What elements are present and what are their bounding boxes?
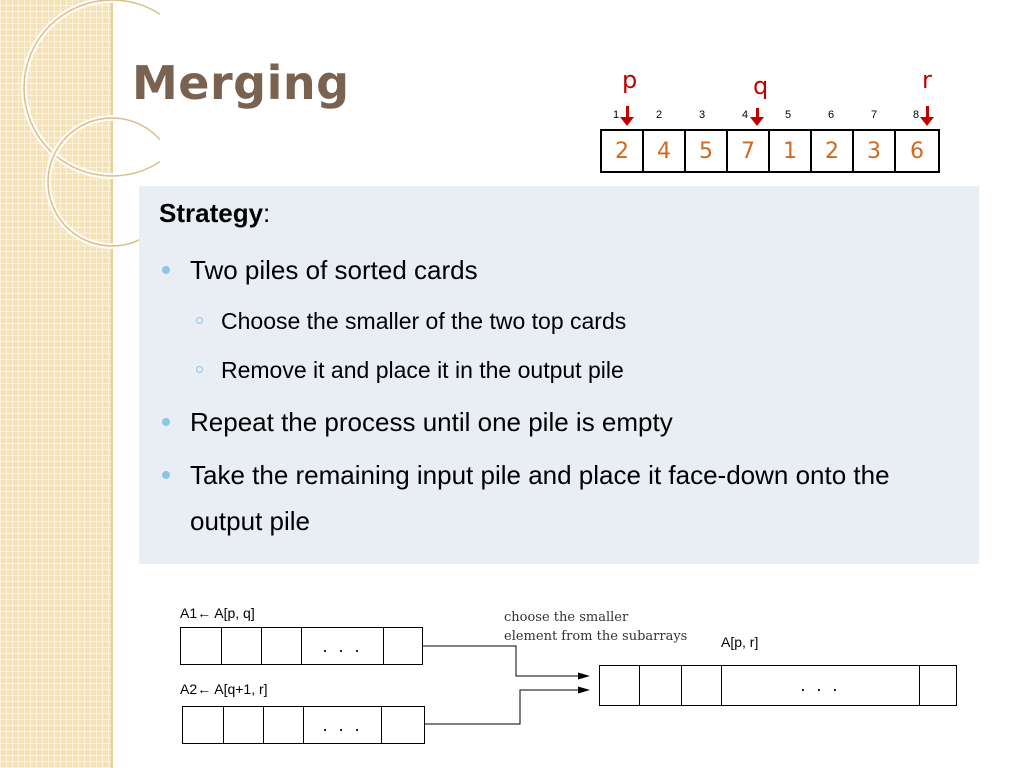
output-cell xyxy=(600,666,640,705)
array-index: 2 xyxy=(655,109,663,121)
arrowhead-icon xyxy=(578,672,590,680)
subarray-cell xyxy=(224,707,264,743)
strategy-label: Strategy xyxy=(159,198,264,228)
subarray-cell xyxy=(181,628,222,664)
pointer-r-label: r xyxy=(922,66,932,94)
merge-note-line1: choose the smaller xyxy=(504,610,629,625)
pointer-q-label: q xyxy=(753,72,769,100)
sub-bullet-ring-icon xyxy=(196,366,203,373)
strategy-heading: Strategy: xyxy=(159,198,270,229)
subarray-a2: . . . xyxy=(182,706,425,744)
sub-bullet-ring-icon xyxy=(196,317,203,324)
arrowhead-icon xyxy=(578,686,590,694)
subarray-cell xyxy=(183,707,224,743)
array-index: 7 xyxy=(870,109,878,121)
subarray-a1-label: A1← A[p, q] xyxy=(180,605,255,621)
bullet-dot-icon xyxy=(162,418,170,426)
array-cell: 5 xyxy=(686,131,728,171)
array-cell: 2 xyxy=(812,131,854,171)
subarray-a2-label: A2← A[q+1, r] xyxy=(180,681,268,697)
pointer-p-label: p xyxy=(622,66,638,94)
slide-title: Merging xyxy=(132,56,350,110)
array-cell: 3 xyxy=(854,131,896,171)
content-panel xyxy=(139,186,979,564)
array-index: 6 xyxy=(827,109,835,121)
subarray-cell xyxy=(264,707,304,743)
output-cell xyxy=(640,666,682,705)
array-index: 4 xyxy=(741,109,749,121)
output-array-label: A[p, r] xyxy=(721,634,759,650)
bullet-text: Take the remaining input pile and place … xyxy=(190,460,890,490)
output-array: . . . xyxy=(599,665,957,706)
sub-bullet-text: Remove it and place it in the output pil… xyxy=(221,357,624,383)
subarray-cell xyxy=(222,628,262,664)
subarray-a1: . . . xyxy=(180,627,423,665)
array-index: 1 xyxy=(612,109,620,121)
array-index: 8 xyxy=(912,109,920,121)
decorative-side-strip xyxy=(0,0,113,768)
subarray-ellipsis: . . . xyxy=(302,628,384,664)
array-cell: 7 xyxy=(728,131,770,171)
array-cell: 1 xyxy=(770,131,812,171)
sub-bullet-text: Choose the smaller of the two top cards xyxy=(221,308,627,334)
subarray-ellipsis: . . . xyxy=(304,707,382,743)
bullet-dot-icon xyxy=(162,471,170,479)
bullet-dot-icon xyxy=(162,266,170,274)
subarray-cell xyxy=(262,628,302,664)
array-index: 3 xyxy=(698,109,706,121)
bullet-text: Two piles of sorted cards xyxy=(190,255,478,285)
array-cell: 6 xyxy=(910,138,924,164)
decorative-circles xyxy=(21,0,160,249)
output-cell xyxy=(682,666,722,705)
bullet-text-continuation: output pile xyxy=(190,506,310,536)
merge-note-line2: element from the subarrays xyxy=(504,629,688,644)
array-a: 2 4 5 7 1 2 3 6 xyxy=(600,129,940,173)
strategy-colon: : xyxy=(263,198,271,228)
output-ellipsis: . . . xyxy=(722,666,920,705)
array-index: 5 xyxy=(784,109,792,121)
bullet-text: Repeat the process until one pile is emp… xyxy=(190,407,673,437)
array-cell: 2 xyxy=(602,131,644,171)
array-cell: 4 xyxy=(644,131,686,171)
